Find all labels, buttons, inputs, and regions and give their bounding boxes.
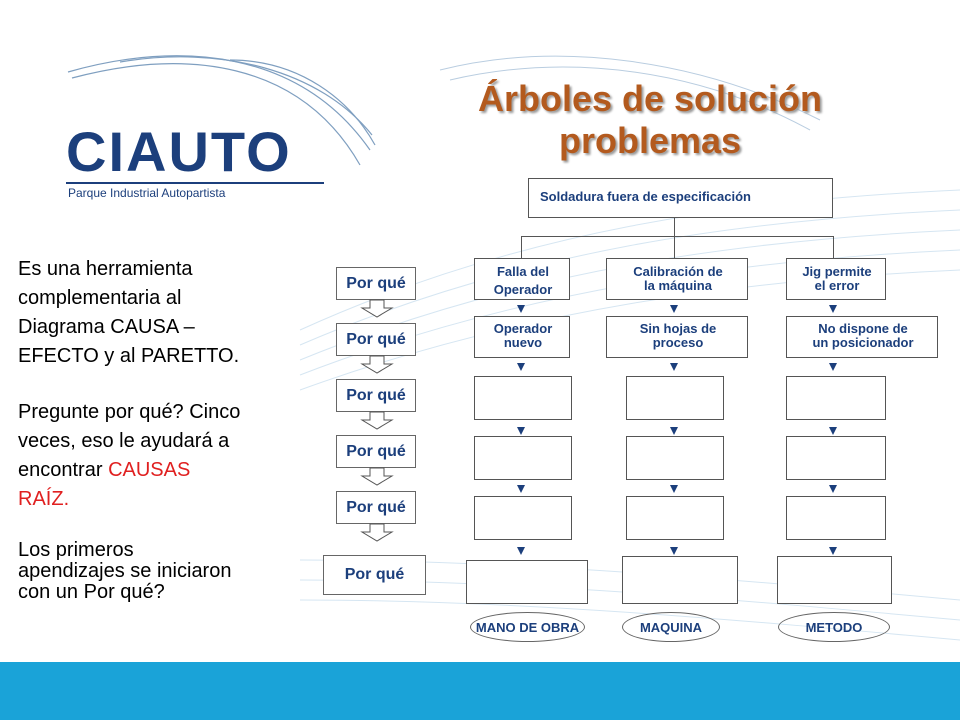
connector-line	[521, 236, 522, 258]
down-arrow-icon	[670, 485, 678, 493]
text-line: Es una herramienta	[18, 258, 193, 280]
title-line-2: problemas	[558, 120, 742, 161]
root-cause-box	[622, 556, 738, 604]
down-arrow-icon	[670, 547, 678, 555]
por-que-box-2: Por qué	[336, 323, 416, 356]
text-line: Los primeros	[18, 539, 134, 561]
down-arrow-icon	[670, 305, 678, 313]
text-line: RAÍZ.	[18, 488, 70, 510]
root-problem-box: Soldadura fuera de especificación	[528, 178, 833, 218]
por-que-arrows	[360, 299, 394, 542]
down-arrow-icon	[360, 355, 394, 374]
logo-underline	[66, 182, 324, 184]
down-arrow-icon	[517, 547, 525, 555]
text-line: Pregunte por qué? Cinco	[18, 401, 241, 423]
empty-cause-box	[786, 496, 886, 540]
category-maquina: MAQUINA	[622, 612, 720, 642]
root-cause-box	[466, 560, 588, 604]
highlight-text: RAÍZ	[18, 488, 64, 510]
logo: CIAUTO	[66, 120, 292, 183]
text-line: veces, eso le ayudará a	[18, 430, 230, 452]
down-arrow-icon	[670, 427, 678, 435]
down-arrow-icon	[517, 485, 525, 493]
text-line: complementaria al	[18, 287, 182, 309]
title-line-1: Árboles de solución	[477, 78, 823, 119]
down-arrow-icon	[829, 485, 837, 493]
down-arrow-icon	[829, 305, 837, 313]
connector-line	[521, 236, 834, 237]
root-cause-box	[777, 556, 892, 604]
highlight-text: CAUSAS	[108, 459, 191, 481]
text-line: EFECTO y al PARETTO.	[18, 345, 240, 367]
empty-cause-box	[786, 436, 886, 480]
empty-cause-box	[626, 496, 724, 540]
down-arrow-icon	[829, 427, 837, 435]
description-paragraph-2: Pregunte por qué? Cinco veces, eso le ay…	[18, 398, 240, 514]
down-arrow-icon	[670, 363, 678, 371]
logo-swoosh	[67, 55, 376, 166]
category-metodo: METODO	[778, 612, 890, 642]
down-arrow-icon	[360, 523, 394, 542]
por-que-box-1: Por qué	[336, 267, 416, 300]
down-arrow-icon	[360, 411, 394, 430]
down-arrow-icon	[360, 467, 394, 486]
empty-cause-box	[474, 496, 572, 540]
empty-cause-box	[474, 376, 572, 420]
description-paragraph-1: Es una herramienta complementaria al Dia…	[18, 255, 239, 371]
por-que-box-6: Por qué	[323, 555, 426, 595]
por-que-box-4: Por qué	[336, 435, 416, 468]
text-line: con un Por qué?	[18, 581, 165, 603]
empty-cause-box	[786, 376, 886, 420]
down-arrow-icon	[829, 363, 837, 371]
empty-cause-box	[626, 376, 724, 420]
connector-line	[674, 236, 675, 258]
down-arrow-icon	[829, 547, 837, 555]
description-paragraph-3: Los primeros apendizajes se iniciaron co…	[18, 540, 231, 603]
down-arrow-icon	[517, 363, 525, 371]
empty-cause-box	[474, 436, 572, 480]
root-problem-label: Soldadura fuera de especificación	[540, 189, 751, 204]
text-line: Diagrama CAUSA –	[18, 316, 195, 338]
page-title: Árboles de solución problemas	[440, 78, 860, 162]
down-arrow-icon	[360, 299, 394, 318]
por-que-box-5: Por qué	[336, 491, 416, 524]
connector-line	[833, 236, 834, 258]
text-line: apendizajes se iniciaron	[18, 560, 232, 582]
connector-line	[674, 218, 675, 236]
por-que-box-3: Por qué	[336, 379, 416, 412]
down-arrow-icon	[517, 427, 525, 435]
logo-subtitle: Parque Industrial Autopartista	[68, 186, 226, 200]
empty-cause-box	[626, 436, 724, 480]
category-mano-de-obra: MANO DE OBRA	[470, 612, 585, 642]
bottom-bar	[0, 662, 960, 720]
down-arrow-icon	[517, 305, 525, 313]
text-line: encontrar CAUSAS	[18, 459, 191, 481]
